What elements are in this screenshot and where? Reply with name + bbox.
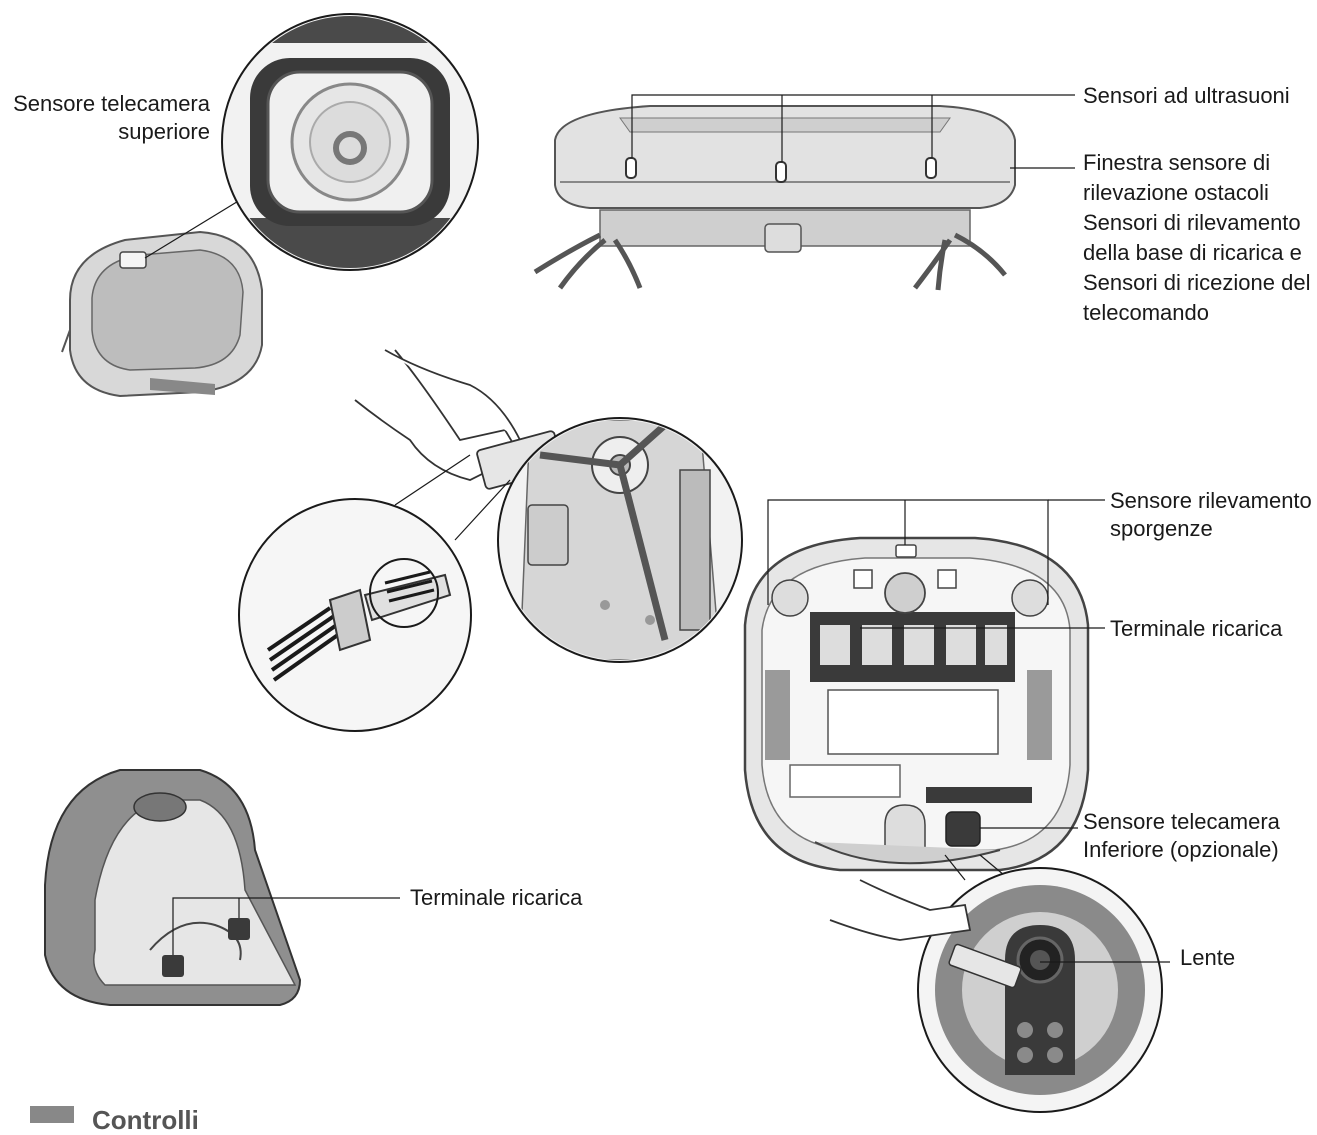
section-heading: Controlli <box>92 1105 199 1135</box>
top-camera-zoom-circle <box>221 13 479 271</box>
base-terminal-leader-line <box>172 897 400 955</box>
charging-base-illustration <box>44 769 302 1006</box>
label-lens: Lente <box>1180 945 1236 970</box>
lens-zoom-circle <box>829 867 1163 1113</box>
label-charge-terminal-base: Terminale ricarica <box>410 885 583 910</box>
section-marker <box>30 1106 74 1123</box>
label-ultrasonic-sensors: Sensori ad ultrasuoni <box>1083 83 1290 108</box>
robot-front-view-illustration <box>533 105 1016 291</box>
bottom-view-leader-lines <box>767 499 1105 881</box>
label-charge-terminal-robot: Terminale ricarica <box>1110 616 1283 641</box>
robot-top-view-illustration <box>61 230 263 398</box>
brush-tool-zoom-circle <box>238 498 472 732</box>
robot-bottom-view-illustration <box>743 536 1090 872</box>
side-brush-zoom-circle <box>497 417 743 663</box>
ultrasonic-leader-lines <box>631 94 1075 169</box>
